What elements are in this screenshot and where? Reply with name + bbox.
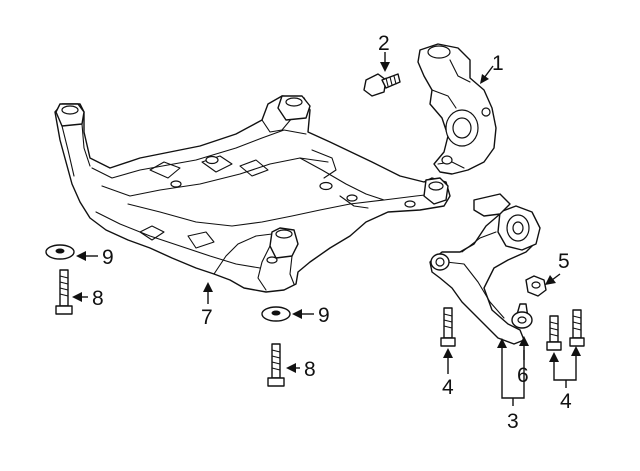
callout-bolt-small: 2 xyxy=(378,32,390,55)
arm-bolts-right xyxy=(546,309,585,351)
callout-knuckle: 1 xyxy=(492,52,504,75)
callout-washer-left: 9 xyxy=(102,246,114,269)
callout-nut: 5 xyxy=(558,250,570,273)
knuckle-bolt xyxy=(363,73,401,97)
washer-center xyxy=(261,306,291,322)
callout-bolts-right: 4 xyxy=(560,390,572,413)
callout-bolt-long-left: 8 xyxy=(92,287,104,310)
callout-bolt-left: 4 xyxy=(442,376,454,399)
callout-lower-arm: 3 xyxy=(507,410,519,433)
lower-control-arm xyxy=(429,193,541,345)
ball-joint xyxy=(511,303,533,329)
leader-lines xyxy=(72,52,581,406)
callout-subframe: 7 xyxy=(201,306,213,329)
callout-bolt-long-center: 8 xyxy=(304,358,316,381)
long-bolt-center xyxy=(267,343,285,387)
long-bolt-left xyxy=(55,269,73,315)
steering-knuckle xyxy=(417,43,497,175)
arm-bolt-left xyxy=(440,307,456,347)
ball-joint-nut xyxy=(525,275,547,297)
callout-ball-joint: 6 xyxy=(517,364,529,387)
subframe-crossmember xyxy=(54,95,451,293)
washer-left xyxy=(45,244,75,260)
callout-washer-center: 9 xyxy=(318,304,330,327)
